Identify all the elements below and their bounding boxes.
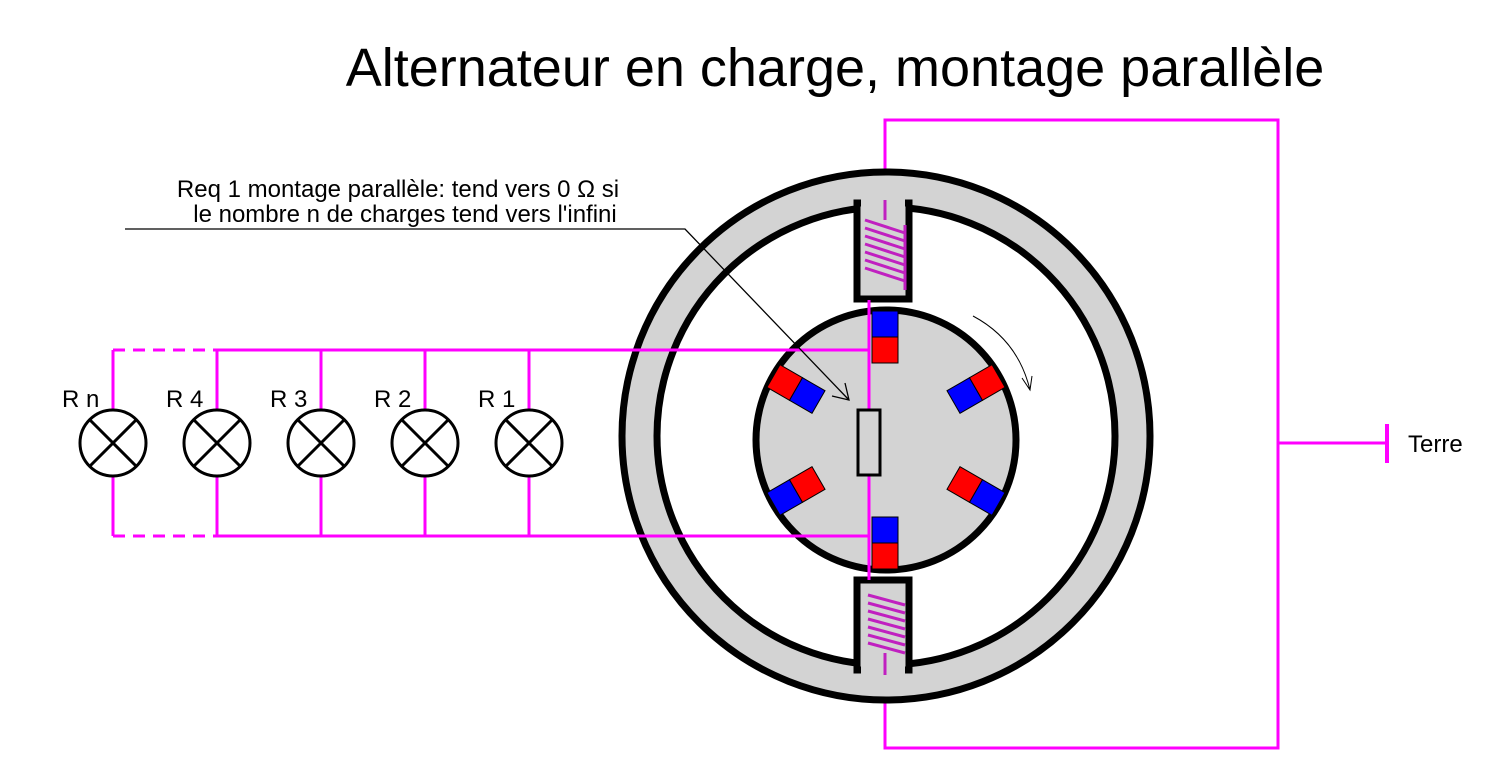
load-label-rn: R n	[62, 386, 99, 413]
coil-top	[864, 200, 907, 290]
magnet-upper-right	[946, 364, 1006, 414]
coil-bottom	[867, 593, 906, 675]
ground-label: Terre	[1408, 431, 1463, 458]
dashed-continuation	[113, 348, 217, 538]
lamp-r4	[182, 408, 252, 478]
lamp-r2	[390, 408, 460, 478]
magnet-bottom	[871, 516, 899, 570]
ground-wire	[883, 118, 1386, 750]
magnet-lower-left	[766, 466, 826, 516]
annotation-line-1: Req 1 montage parallèle: tend vers 0 Ω s…	[177, 176, 619, 203]
magnet-upper-left	[766, 364, 826, 414]
annotation-leader	[125, 228, 850, 401]
diagram-title: Alternateur en charge, montage parallèle	[346, 38, 1325, 98]
magnet-top	[871, 310, 899, 364]
rotation-arrow	[972, 315, 1033, 392]
lamp-r1	[494, 408, 564, 478]
load-label-r4: R 4	[166, 386, 203, 413]
annotation-line-2: le nombre n de charges tend vers l'infin…	[193, 201, 616, 228]
rotor	[752, 306, 1020, 574]
load-label-r2: R 2	[374, 386, 411, 413]
load-label-r3: R 3	[270, 386, 307, 413]
stator-pole-bottom	[853, 576, 913, 674]
rotor-magnets	[766, 310, 1006, 570]
load-label-r1: R 1	[478, 386, 515, 413]
equivalent-resistor	[856, 408, 882, 477]
load-wires	[111, 348, 869, 538]
lamp-rn	[78, 408, 148, 478]
magnet-lower-right	[946, 466, 1006, 516]
lamp-r3	[286, 408, 356, 478]
